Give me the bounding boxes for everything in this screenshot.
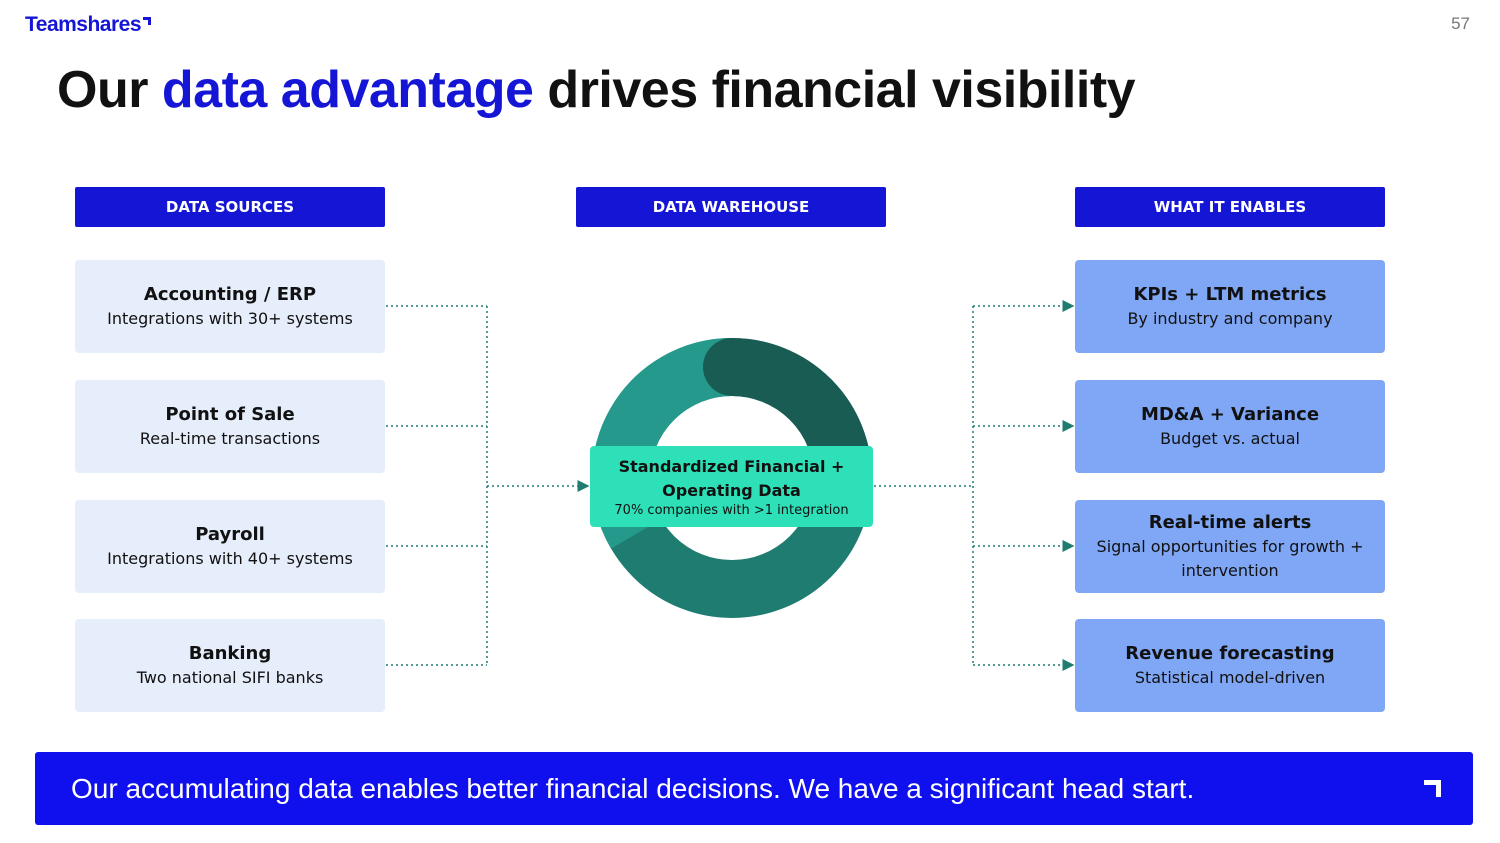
header-data-warehouse: DATA WAREHOUSE xyxy=(576,187,886,227)
brand-corner-icon xyxy=(1424,780,1441,797)
takeaway-banner: Our accumulating data enables better fin… xyxy=(35,752,1473,825)
header-data-sources: DATA SOURCES xyxy=(75,187,385,227)
teamshares-logo: Teamshares xyxy=(25,13,152,37)
connectors xyxy=(386,300,1075,671)
banner-text: Our accumulating data enables better fin… xyxy=(71,772,1195,804)
page-title: Our data advantage drives financial visi… xyxy=(57,61,1136,119)
header-what-it-enables: WHAT IT ENABLES xyxy=(1075,187,1385,227)
page-number: 57 xyxy=(1451,14,1470,33)
